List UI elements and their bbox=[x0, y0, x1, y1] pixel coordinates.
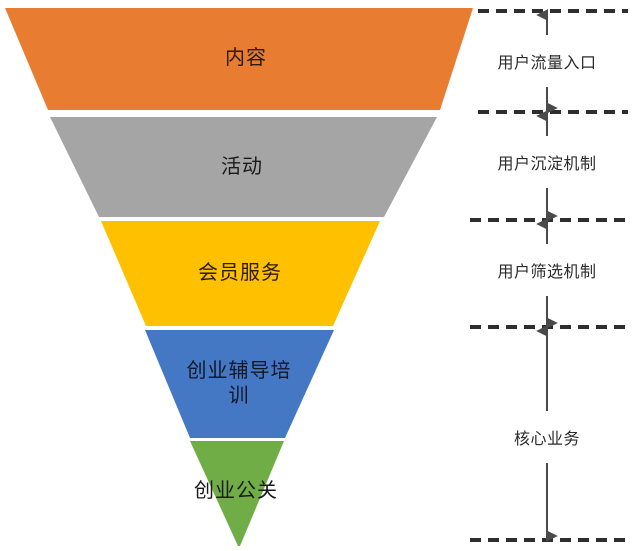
funnel-segment-3[interactable] bbox=[101, 221, 380, 326]
funnel-segment-5[interactable] bbox=[190, 441, 284, 546]
funnel-segments-group bbox=[5, 8, 473, 546]
annotation-label-2: 用户沉淀机制 bbox=[494, 148, 600, 176]
annotation-label-3: 用户筛选机制 bbox=[494, 256, 600, 284]
annotation-label-4: 核心业务 bbox=[511, 423, 584, 451]
funnel-segment-2[interactable] bbox=[50, 117, 437, 217]
funnel-segment-4[interactable] bbox=[145, 330, 334, 438]
annotation-label-1: 用户流量入口 bbox=[494, 47, 600, 75]
funnel-segment-1[interactable] bbox=[5, 8, 473, 110]
